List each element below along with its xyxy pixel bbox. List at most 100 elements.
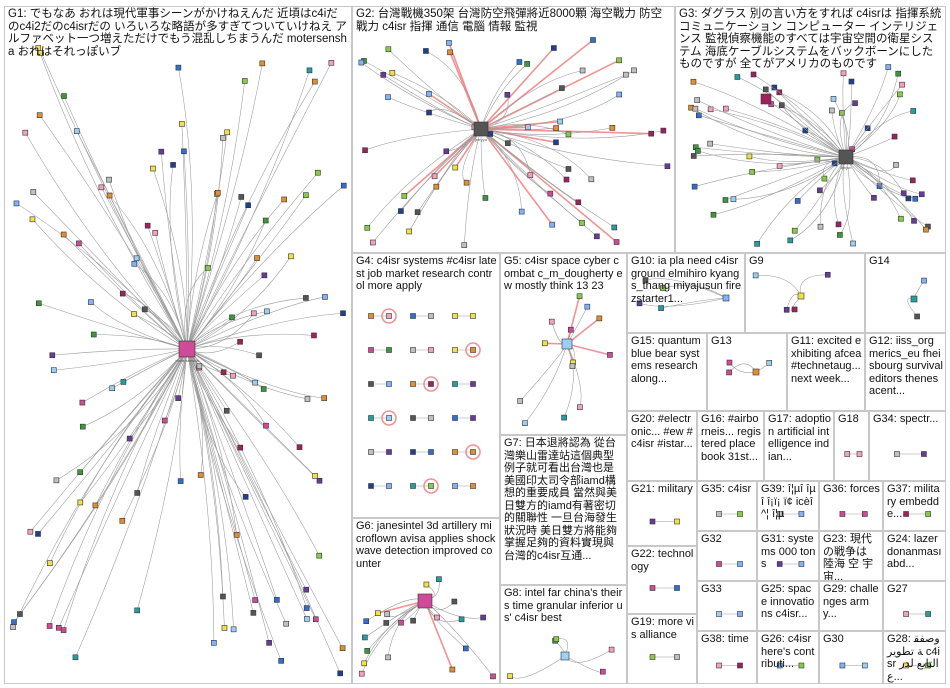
- graph-node[interactable]: [220, 593, 226, 600]
- hub-node[interactable]: [797, 292, 805, 300]
- graph-node[interactable]: [260, 386, 267, 392]
- graph-node[interactable]: [839, 511, 846, 517]
- graph-node[interactable]: [384, 611, 390, 617]
- graph-node[interactable]: [848, 78, 855, 85]
- graph-node[interactable]: [76, 240, 82, 247]
- graph-node[interactable]: [452, 313, 458, 319]
- graph-node[interactable]: [487, 131, 494, 137]
- group-panel-g17[interactable]: G17: adoption artificial intelligence in…: [764, 411, 834, 481]
- graph-node[interactable]: [431, 173, 438, 180]
- graph-node[interactable]: [553, 139, 559, 146]
- graph-node[interactable]: [152, 229, 159, 236]
- graph-node[interactable]: [433, 183, 440, 190]
- graph-node[interactable]: [674, 654, 680, 660]
- graph-node[interactable]: [716, 611, 722, 617]
- graph-node[interactable]: [921, 451, 927, 457]
- hub-node[interactable]: [910, 295, 918, 303]
- graph-node[interactable]: [787, 237, 794, 244]
- group-panel-g36[interactable]: G36: forces: [819, 481, 883, 531]
- graph-node[interactable]: [490, 673, 496, 680]
- graph-node[interactable]: [452, 347, 458, 353]
- graph-node[interactable]: [428, 449, 434, 455]
- graph-node[interactable]: [322, 294, 328, 300]
- graph-node[interactable]: [13, 200, 20, 207]
- graph-node[interactable]: [584, 303, 591, 310]
- graph-node[interactable]: [752, 272, 759, 279]
- graph-node[interactable]: [370, 239, 376, 246]
- graph-node[interactable]: [840, 70, 847, 77]
- graph-node[interactable]: [575, 199, 582, 206]
- graph-node[interactable]: [766, 360, 773, 366]
- graph-node[interactable]: [616, 57, 622, 64]
- group-panel-g35[interactable]: G35: c4isr: [697, 481, 757, 531]
- graph-node[interactable]: [461, 242, 468, 248]
- graph-node[interactable]: [831, 160, 838, 167]
- graph-node[interactable]: [771, 84, 778, 91]
- graph-node[interactable]: [749, 169, 755, 175]
- graph-node[interactable]: [861, 511, 868, 517]
- group-panel-g38[interactable]: G38: time: [697, 631, 757, 684]
- graph-node[interactable]: [92, 502, 99, 509]
- group-panel-g28[interactable]: G28: وصفقة تطوير c4isr التابع لدرع...: [883, 631, 946, 684]
- group-panel-g19[interactable]: G19: more vis alliance: [627, 614, 697, 684]
- graph-node[interactable]: [899, 81, 905, 88]
- graph-node[interactable]: [256, 352, 262, 359]
- group-panel-g1[interactable]: motersensha G1: でもなあ おれは現代軍事シーンがかけねえんだ 近…: [4, 6, 352, 684]
- graph-node[interactable]: [905, 195, 912, 202]
- graph-node[interactable]: [746, 153, 753, 160]
- graph-node[interactable]: [835, 221, 842, 228]
- graph-node[interactable]: [241, 78, 248, 84]
- hub-node[interactable]: [838, 149, 854, 165]
- graph-node[interactable]: [608, 646, 615, 653]
- graph-node[interactable]: [794, 198, 801, 204]
- graph-node[interactable]: [590, 37, 596, 43]
- graph-node[interactable]: [161, 417, 168, 424]
- graph-node[interactable]: [750, 71, 757, 78]
- graph-node[interactable]: [910, 108, 917, 114]
- graph-node[interactable]: [918, 191, 925, 198]
- graph-node[interactable]: [175, 64, 182, 71]
- graph-node[interactable]: [312, 616, 319, 623]
- graph-node[interactable]: [609, 125, 616, 131]
- graph-node[interactable]: [912, 195, 919, 202]
- graph-node[interactable]: [691, 183, 698, 190]
- graph-node[interactable]: [358, 670, 365, 677]
- graph-node[interactable]: [245, 202, 251, 209]
- graph-node[interactable]: [264, 308, 270, 315]
- graph-node[interactable]: [60, 231, 67, 238]
- graph-node[interactable]: [175, 395, 181, 401]
- graph-node[interactable]: [730, 196, 737, 203]
- graph-node[interactable]: [707, 106, 714, 113]
- graph-node[interactable]: [903, 611, 909, 617]
- graph-node[interactable]: [695, 148, 701, 154]
- graph-node[interactable]: [553, 125, 559, 131]
- group-panel-g12[interactable]: G12: iiss_org merics_eu fheisbourg survi…: [865, 333, 946, 411]
- graph-node[interactable]: [449, 666, 456, 673]
- group-panel-g4[interactable]: G4: c4isr systems #c4isr latest job mark…: [352, 253, 500, 518]
- graph-node[interactable]: [716, 561, 722, 567]
- graph-node[interactable]: [480, 614, 486, 621]
- graph-node[interactable]: [559, 85, 565, 91]
- graph-node[interactable]: [778, 102, 785, 108]
- graph-node[interactable]: [463, 645, 469, 652]
- group-panel-g2[interactable]: jerryyu G2: 台灣戰機350架 台灣防空飛彈將近8000顆 海空戰力 …: [352, 6, 675, 253]
- graph-node[interactable]: [894, 451, 900, 457]
- group-panel-g10[interactable]: G10: ia pla need c4isr ground elmihiro k…: [627, 253, 745, 333]
- graph-node[interactable]: [55, 624, 62, 631]
- graph-node[interactable]: [254, 255, 260, 261]
- graph-node[interactable]: [230, 626, 237, 633]
- graph-node[interactable]: [737, 561, 743, 567]
- graph-node[interactable]: [281, 196, 287, 203]
- graph-node[interactable]: [470, 313, 476, 319]
- graph-node[interactable]: [482, 195, 489, 201]
- group-panel-g27[interactable]: G27: [883, 581, 946, 631]
- graph-node[interactable]: [893, 162, 899, 168]
- graph-node[interactable]: [563, 176, 570, 183]
- graph-node[interactable]: [830, 96, 837, 102]
- graph-node[interactable]: [386, 347, 392, 353]
- graph-node[interactable]: [389, 69, 396, 76]
- graph-node[interactable]: [36, 112, 43, 118]
- graph-node[interactable]: [798, 511, 805, 517]
- graph-node[interactable]: [754, 240, 760, 247]
- graph-node[interactable]: [77, 469, 83, 475]
